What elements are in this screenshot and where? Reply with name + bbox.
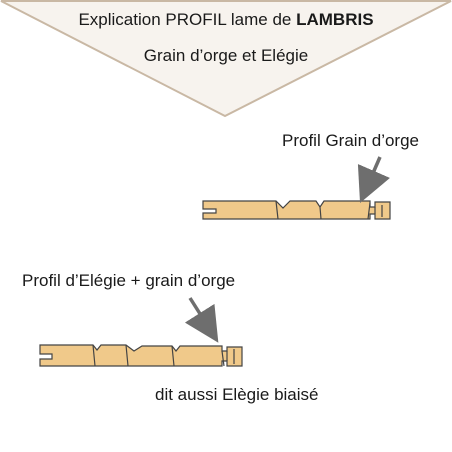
arrow-down-right-icon xyxy=(184,297,219,343)
board-elegie-body xyxy=(39,344,243,367)
board-grain-orge-joints xyxy=(275,200,383,220)
header-title: Explication PROFIL lame de LAMBRIS xyxy=(0,10,452,30)
header-title-bold: LAMBRIS xyxy=(296,10,374,29)
arrow-down-left-icon xyxy=(357,156,391,204)
header-title-prefix: Explication PROFIL lame de xyxy=(78,10,297,29)
board-grain-orge xyxy=(202,200,391,220)
header-banner-shape xyxy=(0,0,452,118)
board-elegie xyxy=(39,344,243,367)
label-elegie-biaise: dit aussi Elègie biaisé xyxy=(155,385,319,404)
board-grain-orge-body xyxy=(202,200,391,220)
board-elegie-joints xyxy=(92,344,235,367)
label-grain-orge: Profil Grain d’orge xyxy=(282,131,420,150)
header-banner xyxy=(0,0,452,118)
label-elegie-grain-orge: Profil d’Elégie + grain d’orge xyxy=(22,271,236,290)
header-subtitle: Grain d’orge et Elégie xyxy=(143,46,309,65)
